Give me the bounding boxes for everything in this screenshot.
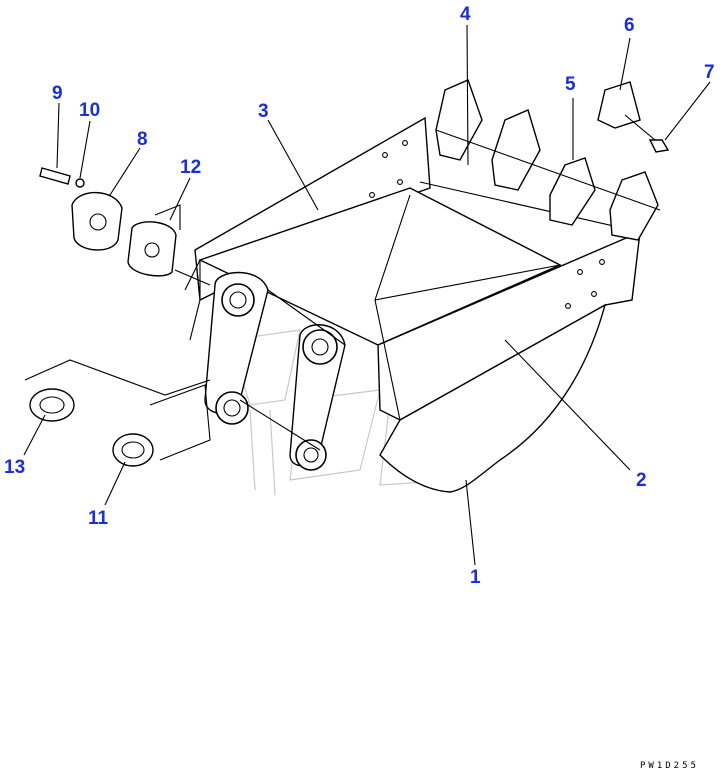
bushing-11	[112, 433, 154, 467]
leader-lines	[23, 24, 711, 566]
callout-12: 12	[180, 157, 201, 178]
callout-13: 13	[4, 457, 25, 478]
callout-4: 4	[460, 4, 471, 25]
bolt-and-washer	[39, 167, 85, 188]
bucket-body	[184, 116, 641, 493]
callout-7: 7	[704, 62, 715, 83]
assembly-guide-lines	[24, 269, 211, 461]
bucket-teeth	[435, 79, 661, 241]
callout-9: 9	[52, 83, 63, 104]
callout-5: 5	[565, 74, 576, 95]
shim-plate	[127, 204, 181, 277]
bushing-13	[29, 388, 75, 422]
callout-1: 1	[470, 567, 481, 588]
drawing-code: PW1D255	[640, 761, 699, 771]
mounting-bracket	[204, 271, 346, 471]
callout-2: 2	[636, 470, 647, 491]
callout-8: 8	[137, 129, 148, 150]
tooth-pin-set	[597, 81, 670, 153]
callout-11: 11	[88, 508, 109, 529]
callout-6: 6	[624, 15, 635, 36]
callout-labels: 1 2 3 4 5 6 7 8 9 10 11 12 13	[4, 4, 715, 588]
callout-3: 3	[258, 101, 269, 122]
collar-plate	[71, 191, 123, 251]
callout-10: 10	[79, 100, 100, 121]
